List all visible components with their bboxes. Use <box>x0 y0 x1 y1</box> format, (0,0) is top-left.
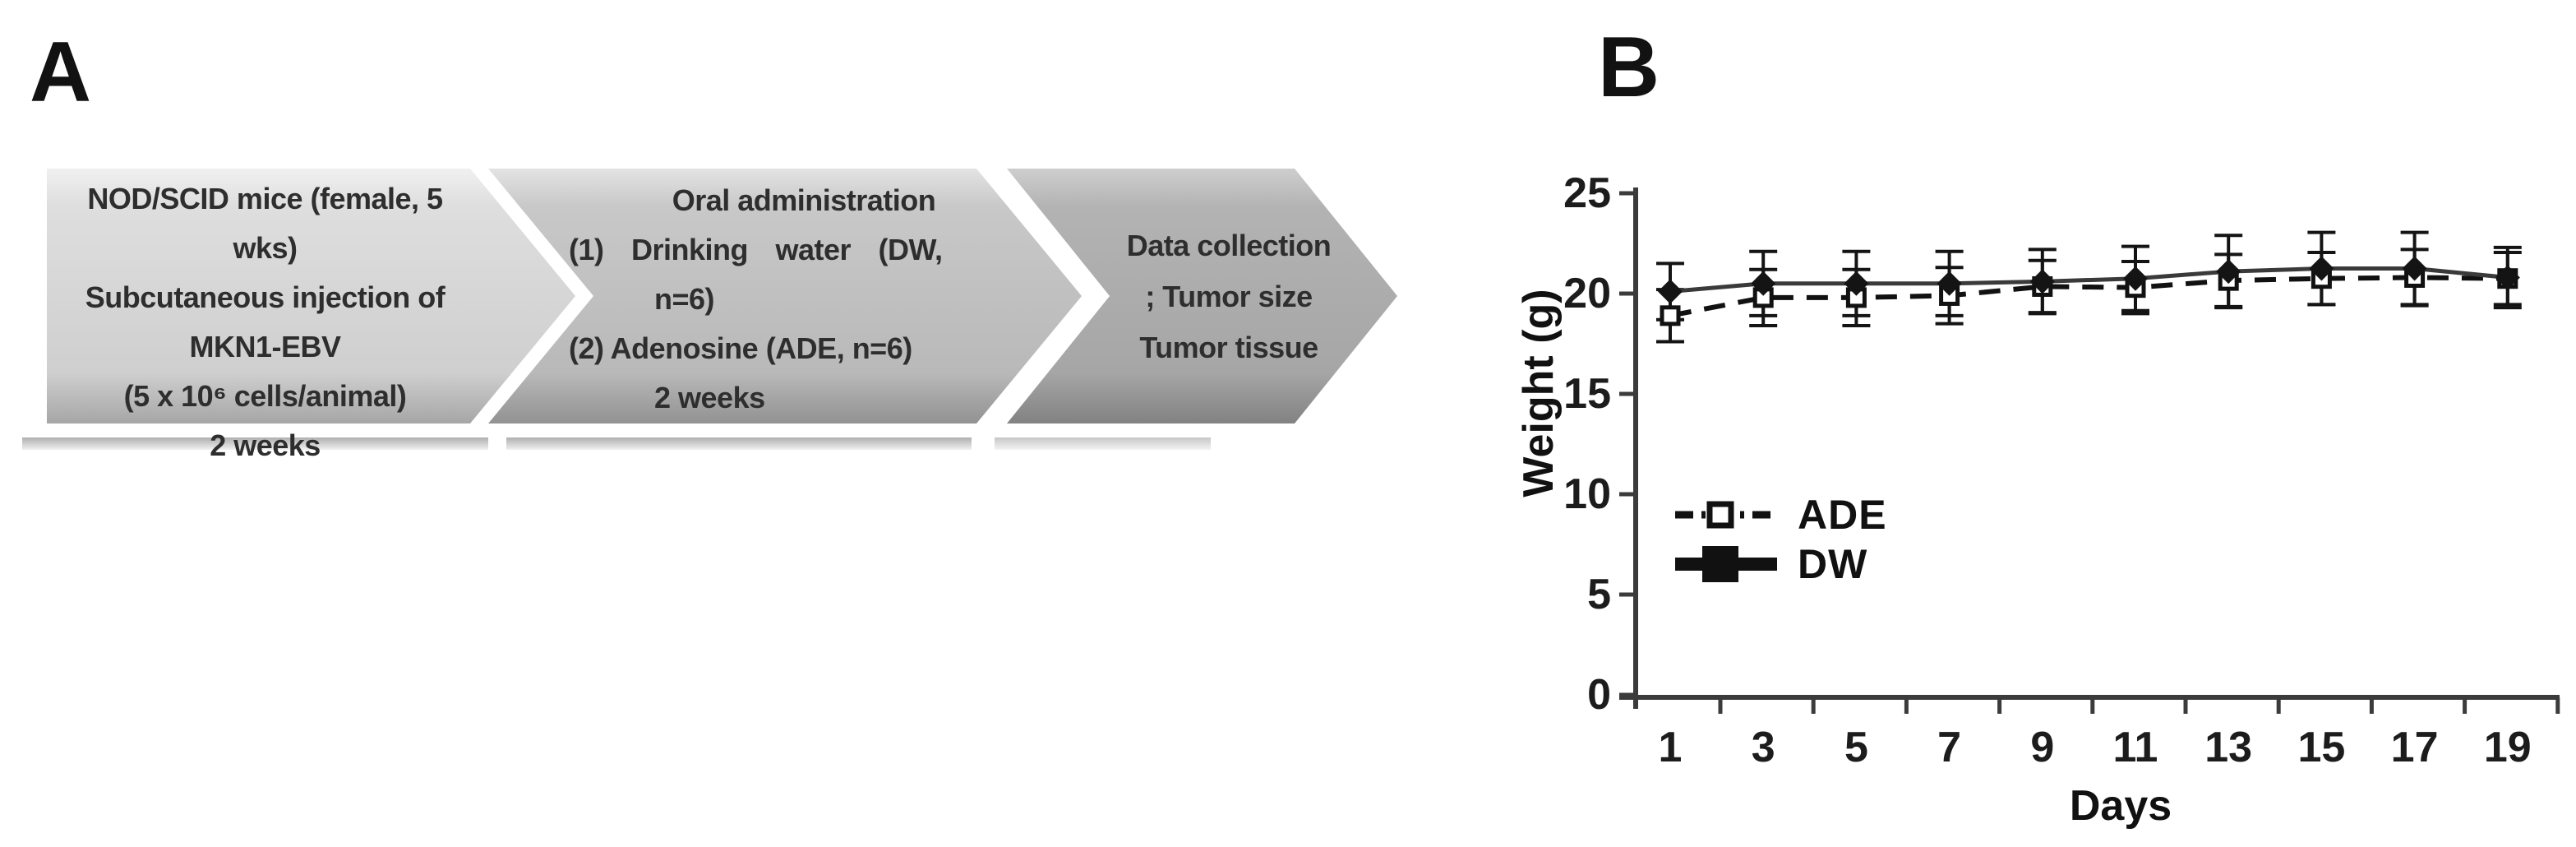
flow-shadow-bar-2 <box>506 437 972 450</box>
flow-step-line: ; Tumor size <box>1145 280 1313 313</box>
dw-data-point <box>2402 256 2427 281</box>
dw-filled-square-marker <box>1702 546 1738 582</box>
flow-shadow-bar-1 <box>22 437 488 450</box>
panel-a-label: A <box>30 25 92 120</box>
flow-step-line: Oral administration <box>672 183 936 217</box>
legend-label-ade: ADE <box>1798 492 1887 538</box>
flow-step-line: 2 weeks <box>654 381 765 414</box>
flow-step-line: (2) Adenosine (ADE, n=6) <box>569 331 912 365</box>
x-tick-label: 19 <box>2484 724 2532 771</box>
flow-step-line: NOD/SCID mice (female, 5 wks) <box>87 182 443 265</box>
flow-arrow-2 <box>462 156 1098 436</box>
dw-line-sample <box>1675 546 1777 582</box>
x-tick-label: 7 <box>1937 724 1961 771</box>
x-tick-label: 13 <box>2204 724 2252 771</box>
y-tick-label: 5 <box>1587 571 1611 618</box>
dw-data-point <box>1751 271 1776 296</box>
y-tick-label: 10 <box>1563 470 1611 518</box>
flow-diagram <box>22 156 1414 450</box>
dw-data-point <box>1658 279 1683 304</box>
ade-data-point <box>1660 305 1681 326</box>
y-tick-label: 20 <box>1563 270 1611 317</box>
panel-b-label: B <box>1598 20 1660 115</box>
flow-step-line: (5 x 10⁶ cells/animal) <box>123 379 407 413</box>
legend-row-dw: DW <box>1673 541 1887 587</box>
legend-row-ade: ADE <box>1673 492 1887 538</box>
ade-open-square-marker <box>1706 501 1734 529</box>
flow-arrow-3 <box>981 156 1414 436</box>
dw-data-point <box>1844 271 1869 296</box>
flow-step-line: 2 weeks <box>210 428 321 462</box>
x-tick-label: 1 <box>1659 724 1683 771</box>
x-tick-label: 9 <box>2030 724 2054 771</box>
x-tick-label: 17 <box>2391 724 2439 771</box>
dw-data-point <box>2216 259 2241 285</box>
y-tick-label: 0 <box>1587 671 1611 719</box>
ade-line-sample <box>1675 501 1777 529</box>
dw-data-point <box>1937 271 1962 296</box>
flow-arrow-1 <box>35 156 592 436</box>
x-tick-label: 15 <box>2297 724 2345 771</box>
x-tick-label: 3 <box>1752 724 1775 771</box>
flow-shadow-bar-3 <box>995 437 1211 450</box>
y-tick-label: 25 <box>1563 169 1611 217</box>
flow-step-line: n=6) <box>654 282 715 316</box>
y-axis-title: Weight (g) <box>1515 289 1563 498</box>
flow-step-line: Tumor tissue <box>1139 331 1318 364</box>
dw-data-point <box>2495 265 2520 290</box>
flow-step-line: (1) Drinking water (DW, <box>569 233 943 266</box>
dw-series-line <box>1669 266 2509 294</box>
flow-step-2: Oral administration (1) Drinking water (D… <box>557 176 1050 423</box>
flow-step-line: MKN1-EBV <box>189 330 341 363</box>
ade-series-line <box>1669 275 2508 318</box>
x-tick-label: 11 <box>2113 724 2158 771</box>
dw-data-point <box>2123 266 2148 291</box>
x-axis-title: Days <box>2069 782 2172 830</box>
chart-legend: ADE DW <box>1673 492 1887 590</box>
flow-step-1: NOD/SCID mice (female, 5 wks) Subcutaneou… <box>58 174 473 470</box>
flow-step-line: Data collection <box>1126 229 1332 262</box>
flow-step-line: Subcutaneous injection of <box>85 280 445 314</box>
dw-data-point <box>2309 256 2334 281</box>
dw-data-point <box>2029 269 2055 294</box>
x-tick-label: 5 <box>1844 724 1868 771</box>
y-tick-label: 15 <box>1563 370 1611 418</box>
legend-label-dw: DW <box>1798 541 1868 587</box>
